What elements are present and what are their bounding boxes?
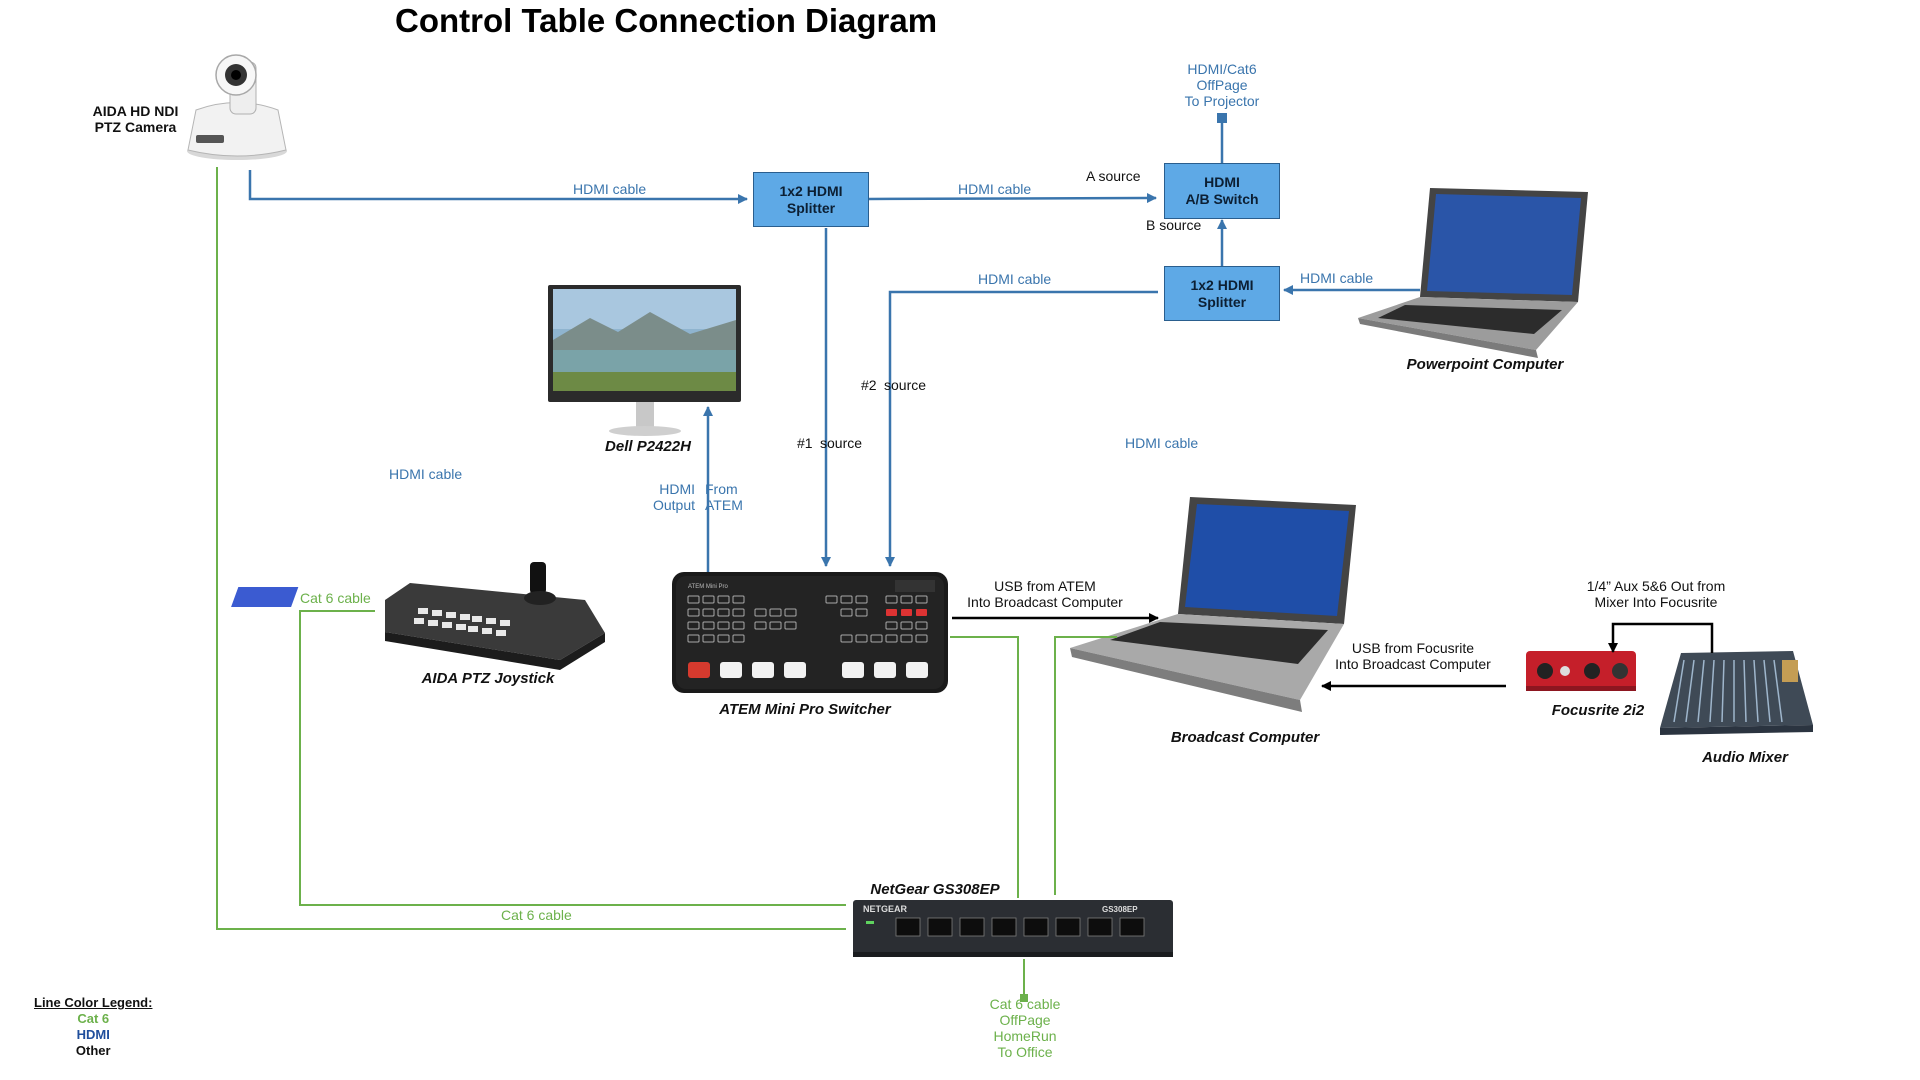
- offpage-office-line2: OffPage: [999, 1012, 1051, 1028]
- cat6-camera-line: [216, 167, 846, 930]
- hdmi-output-label: HDMI Output: [645, 481, 695, 513]
- b-source-label: B source: [1146, 217, 1202, 233]
- audio-mixer-image: [1660, 651, 1813, 735]
- focusrite-interface-image: [1526, 651, 1636, 691]
- from-atem-line2: ATEM: [705, 497, 743, 513]
- powerpoint-laptop-image: [1358, 188, 1588, 358]
- legend-title: Line Color Legend:: [34, 995, 153, 1010]
- hdmi-ab-switch-box: HDMI A/B Switch: [1164, 163, 1280, 219]
- source-2-word: source: [884, 377, 927, 393]
- powerpoint-computer-label: Powerpoint Computer: [1406, 356, 1564, 373]
- hdmi-splitter2-atem-label: HDMI cable: [978, 271, 1052, 287]
- splitter-2-line2: Splitter: [1197, 293, 1247, 310]
- cat6-broadcast-line: [1054, 636, 1117, 895]
- cat6-offpage-terminal: [1020, 994, 1028, 1002]
- offpage-office-line3: HomeRun: [993, 1028, 1057, 1044]
- joystick-label: AIDA PTZ Joystick: [421, 670, 555, 687]
- audio-mixer-label: Audio Mixer: [1702, 749, 1788, 766]
- offpage-projector-label: HDMI/Cat6 OffPage To Projector: [1170, 61, 1274, 109]
- legend-other: Other: [75, 1043, 111, 1058]
- aux-out-label: 1/4” Aux 5&6 Out from Mixer Into Focusri…: [1556, 578, 1756, 610]
- aux-out-line1: 1/4” Aux 5&6 Out from: [1586, 578, 1726, 594]
- source-1-word: source: [820, 435, 863, 451]
- atem-switcher-image: ATEM Mini Pro: [672, 572, 948, 693]
- ab-switch-line1: HDMI: [1204, 174, 1240, 190]
- netgear-brand-text: NETGEAR: [863, 904, 908, 914]
- offpage-projector-line3: To Projector: [1184, 93, 1260, 109]
- cat6-joystick-label: Cat 6 cable: [300, 590, 371, 606]
- offpage-projector-line2: OffPage: [1196, 77, 1248, 93]
- ptz-camera-image: [187, 54, 287, 160]
- line-color-legend: Line Color Legend: Cat 6 HDMI Other: [34, 995, 152, 1059]
- legend-hdmi: HDMI: [76, 1027, 110, 1042]
- netgear-switch-image: NETGEAR GS308EP: [853, 900, 1173, 957]
- aux-out-line2: Mixer Into Focusrite: [1594, 594, 1718, 610]
- usb-focusrite-label: USB from Focusrite Into Broadcast Comput…: [1318, 640, 1508, 672]
- usb-focusrite-line1: USB from Focusrite: [1351, 640, 1475, 656]
- usb-focusrite-line2: Into Broadcast Computer: [1335, 656, 1491, 672]
- camera-label: AIDA HD NDI PTZ Camera: [88, 103, 183, 135]
- focusrite-label: Focusrite 2i2: [1551, 702, 1645, 719]
- broadcast-computer-label: Broadcast Computer: [1170, 729, 1320, 746]
- usb-atem-line1: USB from ATEM: [994, 578, 1096, 594]
- splitter-1-line1: 1x2 HDMI: [779, 182, 843, 199]
- hdmi-cam-splitter-label: HDMI cable: [573, 181, 647, 197]
- hdmi-splitter-ab-label: HDMI cable: [958, 181, 1032, 197]
- a-source-label: A source: [1086, 168, 1141, 184]
- camera-label-line2: PTZ Camera: [94, 119, 177, 135]
- splitter-2-line1: 1x2 HDMI: [1190, 276, 1254, 293]
- cat6-joystick-line: [299, 610, 846, 906]
- ab-switch-line2: A/B Switch: [1185, 191, 1259, 207]
- hdmi-splitter-2-box: 1x2 HDMI Splitter: [1164, 266, 1280, 321]
- hdmi-splitter-to-ab-switch-line: [868, 193, 1157, 204]
- hdmi-left-note-label: HDMI cable: [389, 466, 463, 482]
- broadcast-laptop-image: [1070, 497, 1356, 712]
- offpage-office-line1: Cat 6 cable: [989, 996, 1061, 1012]
- netgear-label: NetGear GS308EP: [870, 881, 1000, 898]
- hdmi-output-line2: Output: [652, 497, 695, 513]
- cat6-camera-label: Cat 6 cable: [501, 907, 572, 923]
- monitor-label: Dell P2422H: [605, 438, 691, 455]
- hdmi-camera-to-splitter-line: [248, 170, 748, 204]
- atem-panel-text: ATEM Mini Pro: [688, 584, 729, 590]
- usb-atem-label: USB from ATEM Into Broadcast Computer: [950, 578, 1140, 610]
- splitter-1-line2: Splitter: [786, 199, 836, 216]
- hdmi-splitter2-to-atem-line: [885, 290, 1158, 567]
- hdmi-offpage-terminal: [1217, 113, 1227, 123]
- netgear-model-text: GS308EP: [1102, 905, 1138, 914]
- page-title: Control Table Connection Diagram: [395, 2, 938, 39]
- legend-cat6: Cat 6: [77, 1011, 110, 1026]
- usb-atem-line2: Into Broadcast Computer: [967, 594, 1123, 610]
- camera-label-line1: AIDA HD NDI: [92, 103, 179, 119]
- hdmi-splitter-1-box: 1x2 HDMI Splitter: [753, 172, 869, 227]
- cat6-atem-line: [950, 636, 1019, 898]
- source-2-number: #2: [861, 377, 877, 393]
- dell-monitor-image: [548, 285, 741, 436]
- from-atem-line1: From: [705, 481, 738, 497]
- offpage-office-line4: To Office: [997, 1044, 1053, 1060]
- from-atem-label: From ATEM: [705, 481, 755, 513]
- hdmi-output-line1: HDMI: [659, 481, 695, 497]
- atem-label: ATEM Mini Pro Switcher: [719, 701, 891, 718]
- offpage-office-label: Cat 6 cable OffPage HomeRun To Office: [970, 996, 1080, 1060]
- aux-mixer-to-focusrite-line: [1608, 622, 1714, 653]
- ptz-joystick-image: [231, 562, 605, 670]
- source-1-number: #1: [797, 435, 813, 451]
- offpage-projector-line1: HDMI/Cat6: [1187, 61, 1257, 77]
- hdmi-ppt-splitter2-label: HDMI cable: [1300, 270, 1374, 286]
- hdmi-broadcast-note-label: HDMI cable: [1125, 435, 1199, 451]
